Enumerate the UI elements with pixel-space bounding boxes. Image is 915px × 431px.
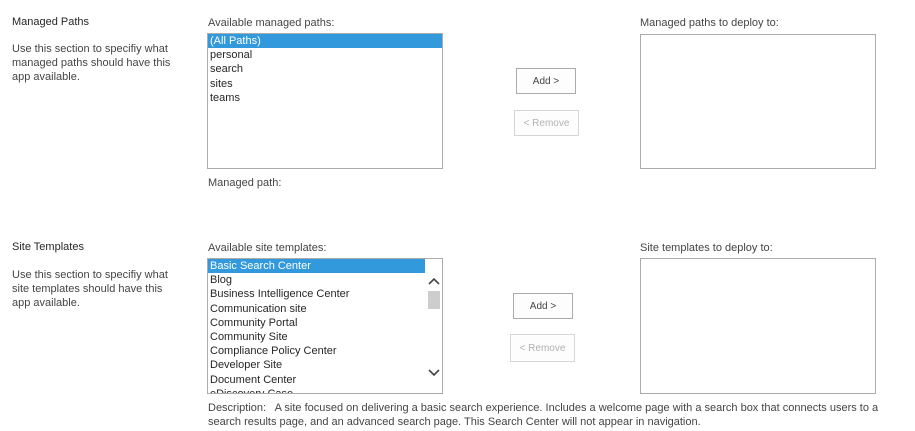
managed-paths-deploy-listbox[interactable] [640, 34, 876, 169]
available-site-templates-label: Available site templates: [208, 242, 327, 254]
list-item[interactable]: Developer Site [210, 359, 283, 372]
managed-paths-deploy-label: Managed paths to deploy to: [640, 17, 779, 29]
list-item[interactable]: Compliance Policy Center [210, 345, 337, 358]
list-item[interactable]: Blog [210, 274, 233, 287]
site-templates-description: Use this section to specifiy what site t… [12, 269, 168, 309]
site-templates-deploy-listbox[interactable] [640, 258, 876, 394]
list-item[interactable]: Business Intelligence Center [210, 288, 350, 301]
site-templates-remove-button[interactable]: < Remove [510, 334, 575, 362]
site-templates-deploy-label: Site templates to deploy to: [640, 242, 773, 254]
description-text: A site focused on delivering a basic sea… [208, 402, 879, 428]
scroll-thumb[interactable] [428, 291, 440, 309]
scroll-up-arrow-icon[interactable] [426, 273, 442, 289]
list-item[interactable]: Document Center [210, 373, 297, 386]
list-item[interactable]: sites [210, 77, 233, 90]
managed-paths-description: Use this section to specifiy what manage… [12, 43, 171, 83]
available-managed-paths-label: Available managed paths: [208, 17, 335, 29]
managed-paths-add-button[interactable]: Add > [516, 68, 576, 94]
list-item[interactable]: search [210, 63, 244, 76]
list-item[interactable]: Basic Search Center [208, 259, 426, 274]
list-item[interactable]: teams [210, 91, 240, 104]
managed-path-label: Managed path: [208, 177, 282, 189]
site-template-description: Description: A site focused on deliverin… [208, 401, 898, 429]
list-item[interactable]: Communication site [210, 302, 307, 315]
managed-paths-remove-button[interactable]: < Remove [514, 110, 579, 136]
managed-paths-title: Managed Paths [12, 16, 90, 28]
description-prefix: Description: [208, 402, 267, 414]
list-item[interactable]: eDiscovery Case [208, 387, 426, 393]
list-item[interactable]: Community Portal [210, 316, 298, 329]
site-templates-title: Site Templates [12, 241, 84, 253]
site-templates-scrollbar[interactable] [425, 259, 442, 393]
list-item[interactable]: personal [210, 49, 253, 62]
site-templates-add-button[interactable]: Add > [513, 293, 573, 319]
scroll-down-arrow-icon[interactable] [426, 365, 442, 381]
list-item[interactable]: (All Paths) [208, 34, 442, 49]
list-item[interactable]: Community Site [210, 330, 288, 343]
